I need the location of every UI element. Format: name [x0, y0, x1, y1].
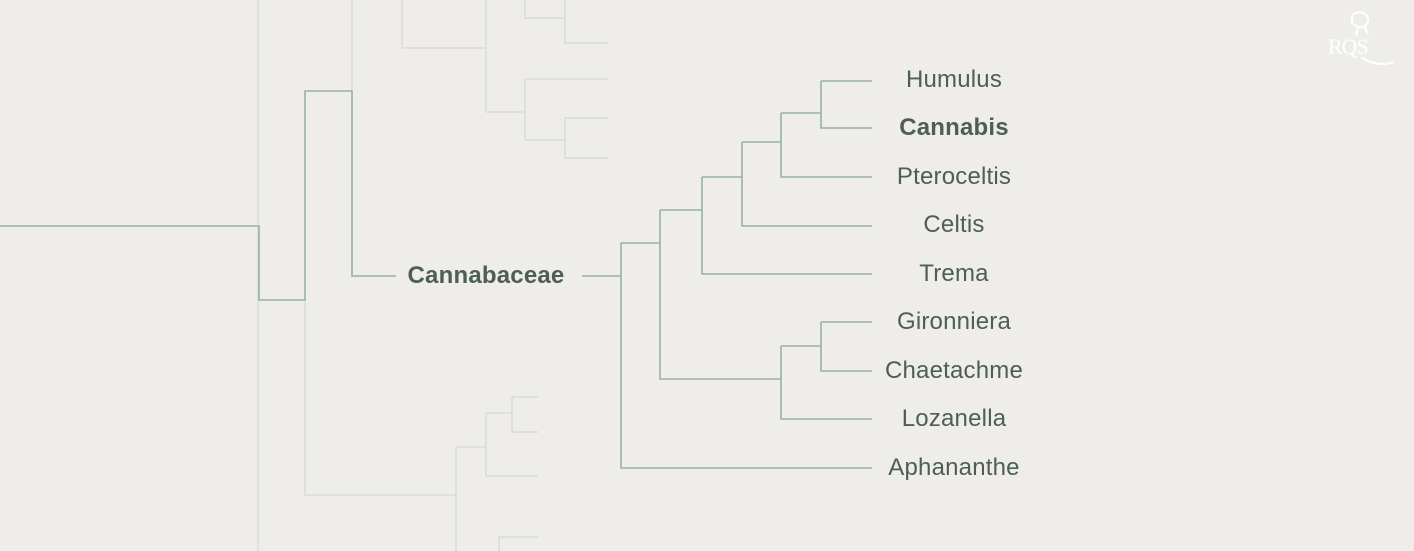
genus-label-trema: Trema — [919, 260, 989, 287]
lion-crest-logo-icon — [1351, 11, 1395, 66]
faint-lower-branches — [304, 300, 538, 551]
genus-label-aphananthe: Aphananthe — [888, 454, 1020, 481]
genus-label-cannabis: Cannabis — [899, 114, 1009, 141]
faint-upper-branches — [257, 0, 608, 551]
genus-label-pteroceltis: Pteroceltis — [896, 163, 1012, 190]
main-lineage-branches — [0, 80, 872, 469]
genus-label-celtis: Celtis — [923, 211, 985, 238]
genus-label-humulus: Humulus — [905, 66, 1003, 93]
rqs-logo: RQS — [1322, 10, 1400, 72]
logo-wordmark: RQS — [1328, 34, 1369, 59]
family-label-cannabaceae: Cannabaceae — [407, 262, 565, 289]
genus-label-lozanella: Lozanella — [901, 405, 1007, 432]
genus-label-chaetachme: Chaetachme — [884, 357, 1024, 384]
genus-label-gironniera: Gironniera — [896, 308, 1012, 335]
